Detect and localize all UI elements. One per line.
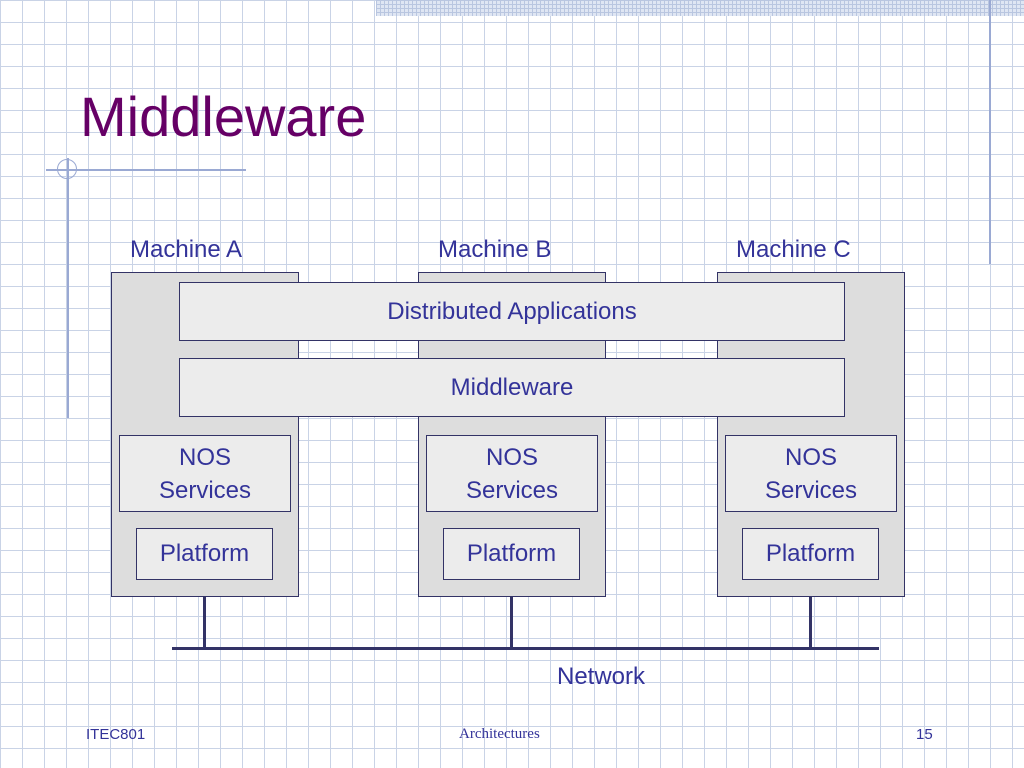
- machine-a-nos-services: NOS Services: [119, 435, 291, 512]
- decorative-right-vertical-line: [989, 0, 991, 264]
- machine-a-label: Machine A: [130, 236, 243, 263]
- machine-a-network-connector: [203, 597, 206, 649]
- nos-label: NOS: [178, 443, 231, 471]
- machine-c-network-connector: [809, 597, 812, 649]
- machine-b-nos-services: NOS Services: [426, 435, 598, 512]
- services-label: Services: [465, 476, 559, 504]
- services-label: Services: [764, 476, 858, 504]
- nos-label: NOS: [485, 443, 538, 471]
- machine-a-platform: Platform: [136, 528, 273, 580]
- platform-label: Platform: [159, 540, 250, 567]
- footer-course-code: ITEC801: [86, 726, 146, 743]
- machine-c-label: Machine C: [736, 236, 851, 263]
- decorative-header-band: [376, 0, 1024, 16]
- middleware-label: Middleware: [450, 373, 574, 401]
- footer-topic: Architectures: [459, 726, 540, 742]
- decorative-crosshair-circle: [57, 159, 77, 179]
- network-label: Network: [557, 663, 646, 690]
- platform-label: Platform: [765, 540, 856, 567]
- platform-label: Platform: [466, 540, 557, 567]
- nos-label: NOS: [784, 443, 837, 471]
- network-bus-line: [172, 647, 879, 650]
- machine-b-platform: Platform: [443, 528, 580, 580]
- machine-c-nos-services: NOS Services: [725, 435, 897, 512]
- decorative-left-vertical-line: [67, 158, 69, 418]
- machine-c-platform: Platform: [742, 528, 879, 580]
- distributed-applications-label: Distributed Applications: [387, 297, 637, 325]
- middleware-layer: Middleware: [179, 358, 845, 417]
- machine-b-network-connector: [510, 597, 513, 649]
- machine-b-label: Machine B: [438, 236, 552, 263]
- distributed-applications-layer: Distributed Applications: [179, 282, 845, 341]
- footer-page-number: 15: [916, 726, 933, 743]
- services-label: Services: [158, 476, 252, 504]
- slide-title: Middleware: [80, 85, 367, 148]
- decorative-title-underline: [46, 169, 246, 171]
